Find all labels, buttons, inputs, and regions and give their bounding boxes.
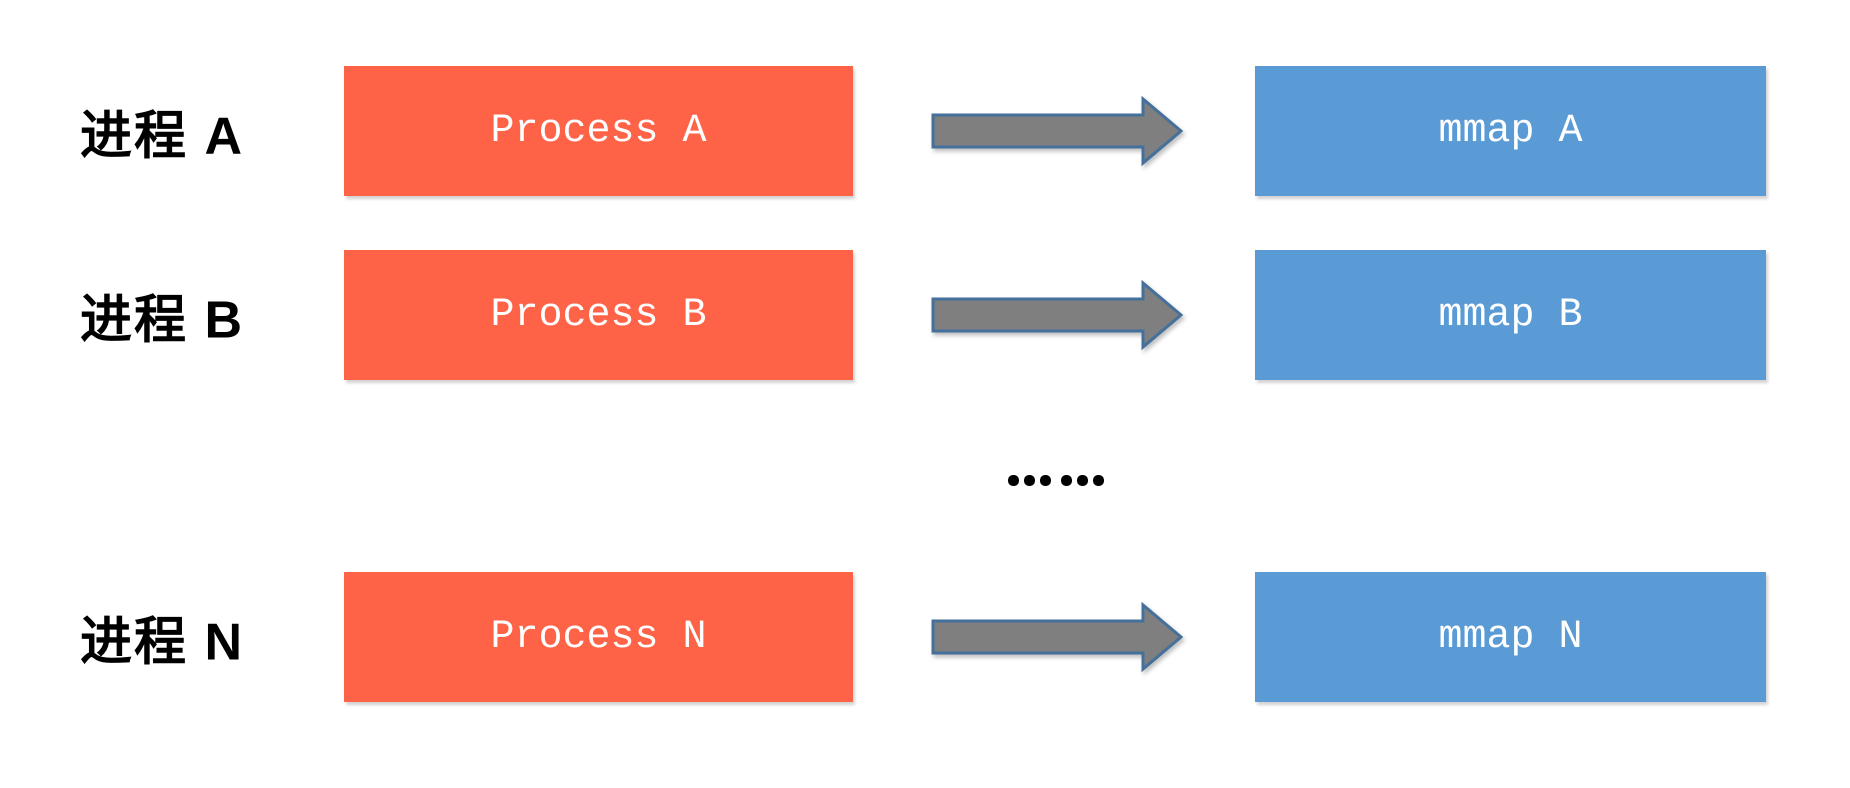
process-box-a: Process A bbox=[344, 66, 853, 196]
ellipsis-dots bbox=[1008, 474, 1104, 486]
process-box-a-text: Process A bbox=[490, 108, 707, 154]
row-label-b: 进程 B bbox=[80, 291, 245, 350]
mmap-box-b-text: mmap B bbox=[1438, 292, 1583, 338]
right-arrow-icon bbox=[931, 279, 1183, 351]
row-label-n: 进程 N bbox=[80, 613, 245, 672]
process-box-b-text: Process B bbox=[490, 292, 707, 338]
mmap-box-n-text: mmap N bbox=[1438, 614, 1583, 660]
right-arrow-icon bbox=[931, 95, 1183, 167]
ellipsis-dot bbox=[1008, 474, 1019, 486]
ellipsis-dot bbox=[1040, 474, 1051, 486]
ellipsis-dot bbox=[1077, 474, 1088, 486]
row-label-a: 进程 A bbox=[80, 107, 245, 166]
right-arrow-icon bbox=[931, 601, 1183, 673]
ellipsis-dot bbox=[1061, 474, 1072, 486]
mmap-box-a-text: mmap A bbox=[1438, 108, 1583, 154]
process-box-b: Process B bbox=[344, 250, 853, 380]
process-box-n-text: Process N bbox=[490, 614, 707, 660]
process-row-b: 进程 B Process B mmap B bbox=[0, 250, 1850, 380]
mmap-box-b: mmap B bbox=[1255, 250, 1766, 380]
mmap-box-n: mmap N bbox=[1255, 572, 1766, 702]
ellipsis-dot bbox=[1024, 474, 1035, 486]
process-row-n: 进程 N Process N mmap N bbox=[0, 572, 1850, 702]
process-row-a: 进程 A Process A mmap A bbox=[0, 66, 1850, 196]
mmap-box-a: mmap A bbox=[1255, 66, 1766, 196]
ellipsis-dot bbox=[1093, 474, 1104, 486]
process-box-n: Process N bbox=[344, 572, 853, 702]
